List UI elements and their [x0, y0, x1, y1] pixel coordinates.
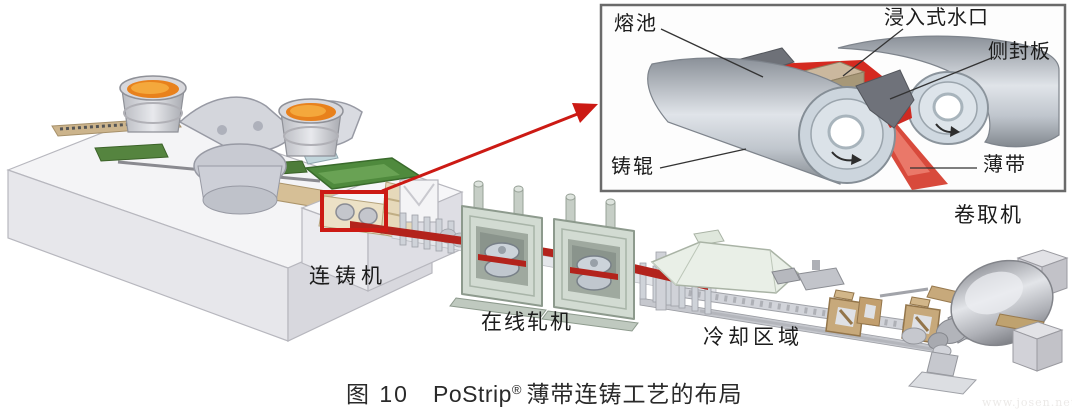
runout-equipment: [771, 260, 929, 298]
process-name: PoStrip: [432, 381, 512, 407]
label-coiler: 卷取机: [954, 203, 1023, 227]
inset-arrow: [381, 103, 598, 193]
inset-label-side-dam: 侧封板: [988, 39, 1051, 63]
label-cooling-zone: 冷却区域: [703, 325, 803, 349]
inset-label-submerged-nozzle: 浸入式水口: [884, 5, 989, 29]
cooling-hood: [650, 229, 800, 294]
pinch-frame-2: [856, 296, 883, 327]
ladle-1: [119, 75, 187, 133]
mill-stand-2: [541, 193, 639, 332]
registered-mark: ®: [511, 382, 522, 397]
front-casting-roll: [647, 57, 848, 185]
caption-suffix: 薄带连铸工艺的布局: [526, 381, 743, 407]
side-dam-right: [855, 69, 915, 129]
rear-casting-roll: [837, 35, 1060, 148]
inset-label-melt-pool: 熔池: [614, 11, 658, 35]
inset-label-casting-roll: 铸辊: [611, 154, 655, 178]
highlight-box: [320, 190, 388, 232]
leader-lines: [659, 28, 995, 169]
inset-label-thin-strip: 薄带: [983, 152, 1027, 176]
strip-segment: [350, 221, 464, 245]
ladle-turret: [178, 96, 363, 215]
figure-number: 图 10: [346, 381, 409, 407]
coiler-assembly: [901, 249, 1069, 395]
watermark: www.josen.net: [982, 396, 1072, 409]
figure-caption: 图 10 PoStrip® 薄带连铸工艺的布局: [346, 375, 743, 409]
ladle-2: [278, 98, 344, 157]
label-inline-mill: 在线轧机: [481, 310, 573, 334]
pinch-frame-1: [825, 289, 865, 337]
mill-stand-1: [449, 180, 547, 319]
label-caster: 连铸机: [309, 264, 387, 288]
inset-box: [599, 3, 1067, 193]
rotation-arrow-icon: [831, 123, 960, 165]
